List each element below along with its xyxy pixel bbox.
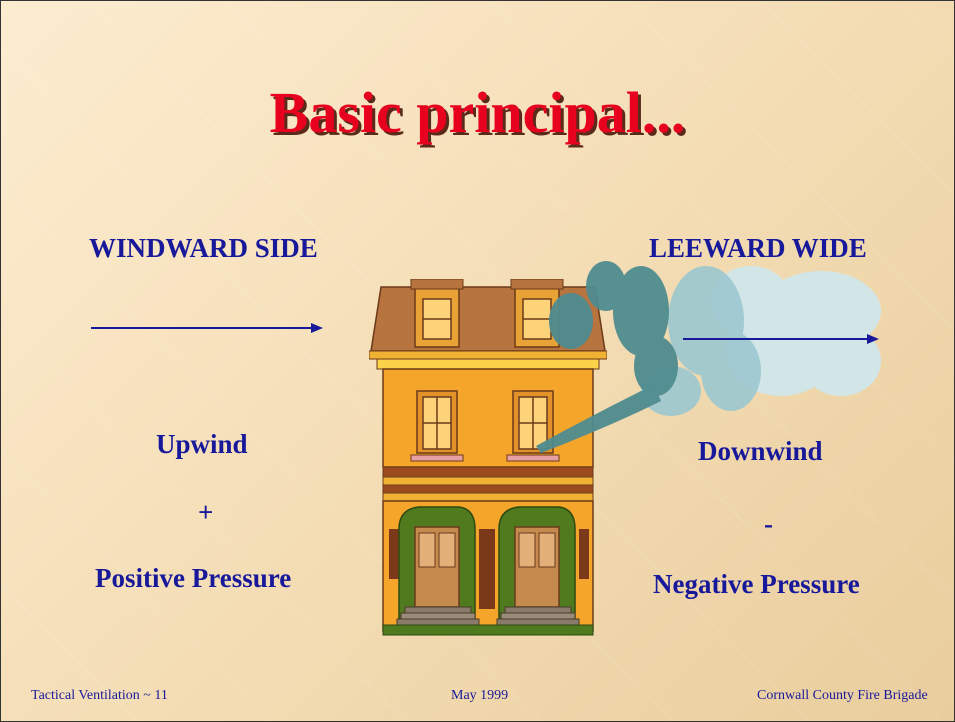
- house-illustration: [369, 279, 607, 636]
- leeward-heading: LEEWARD WIDE: [649, 233, 867, 263]
- footer-date: May 1999: [451, 688, 509, 703]
- windward-heading: WINDWARD SIDE: [89, 233, 318, 263]
- footer-left: Tactical Ventilation ~ 11: [31, 688, 168, 703]
- wind-arrow-right: [683, 334, 879, 344]
- footer-right: Cornwall County Fire Brigade: [757, 688, 928, 703]
- positive-pressure-label: Positive Pressure: [95, 563, 292, 593]
- wind-arrow-left: [91, 323, 323, 333]
- slide-title: Basic principal...: [269, 80, 686, 145]
- downwind-label: Downwind: [698, 436, 823, 466]
- upwind-label: Upwind: [156, 429, 248, 459]
- smoke-plume: [536, 261, 881, 453]
- minus-sign: -: [764, 509, 773, 539]
- plus-sign: +: [198, 497, 214, 527]
- negative-pressure-label: Negative Pressure: [653, 569, 860, 599]
